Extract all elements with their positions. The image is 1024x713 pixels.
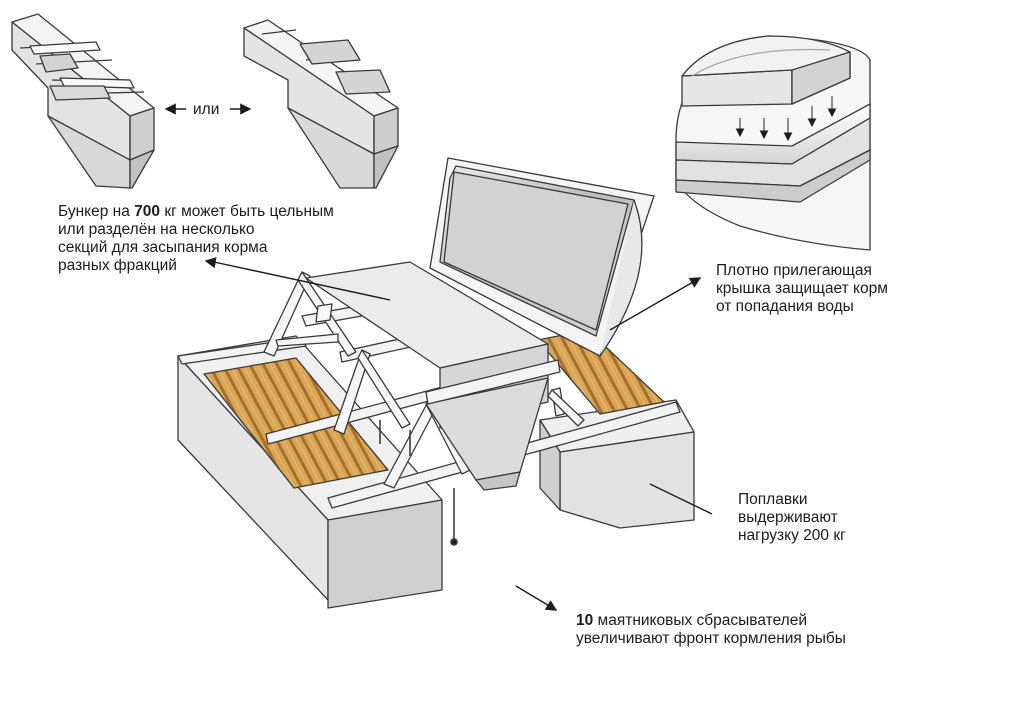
frame-truss (263, 271, 585, 489)
pendulum-caption-line-1: 10 маятниковых сбрасывателей (576, 612, 846, 630)
callout-hopper (213, 261, 391, 301)
callout-lid (609, 277, 702, 331)
hopper-variant-sectioned (11, 13, 155, 189)
feeder-hopper (305, 261, 561, 491)
pendulum-caption-line-1-end: маятниковых сбрасывателей (593, 612, 808, 629)
hopper-caption-line-1: Бункер на 700 кг может быть цельным (58, 203, 334, 221)
lid-caption-line-2: крышка защищает корм (716, 280, 888, 297)
pendulum-caption: 10 маятниковых сбрасывателей увеличивают… (576, 612, 846, 648)
feeder-lid (429, 157, 655, 357)
feeder-main (177, 157, 695, 609)
or-label: или (193, 101, 219, 119)
callout-lines (204, 257, 713, 611)
callout-floats (649, 483, 713, 515)
lid-caption-line-1: Плотно прилегающая (716, 262, 872, 279)
floats-caption-line-3: нагрузку 200 кг (738, 527, 846, 544)
floats-caption-line-1: Поплавки (738, 491, 808, 508)
pendulum-rods (379, 420, 458, 546)
hopper-variant-solid (243, 19, 399, 189)
hopper-caption-line-1-end: кг может быть цельным (160, 203, 334, 220)
deck-left (203, 357, 389, 489)
callout-hopper-arrow (204, 257, 217, 269)
hopper-caption-line-3: секций для засыпания корма (58, 239, 268, 256)
hopper-capacity-value: 700 (134, 203, 161, 220)
lid-seal-detail (675, 35, 871, 251)
hopper-caption: Бункер на 700 кг может быть цельным или … (58, 203, 334, 275)
hopper-caption-line-2: или разделён на несколько (58, 221, 255, 238)
or-text: или (193, 101, 220, 118)
lid-caption-line-3: от попадания воды (716, 298, 854, 315)
pendulum-caption-line-2: увеличивают фронт кормления рыбы (576, 630, 846, 647)
callout-pendulum (515, 585, 558, 611)
pendulum-count-value: 10 (576, 612, 594, 629)
lid-caption: Плотно прилегающая крышка защищает корм … (716, 262, 888, 316)
floats-caption-line-2: выдерживают (738, 509, 838, 526)
hopper-caption-line-1-start: Бункер на (58, 203, 135, 220)
hopper-caption-line-4: разных фракций (58, 257, 177, 274)
floats-caption: Поплавки выдерживают нагрузку 200 кг (738, 491, 846, 545)
